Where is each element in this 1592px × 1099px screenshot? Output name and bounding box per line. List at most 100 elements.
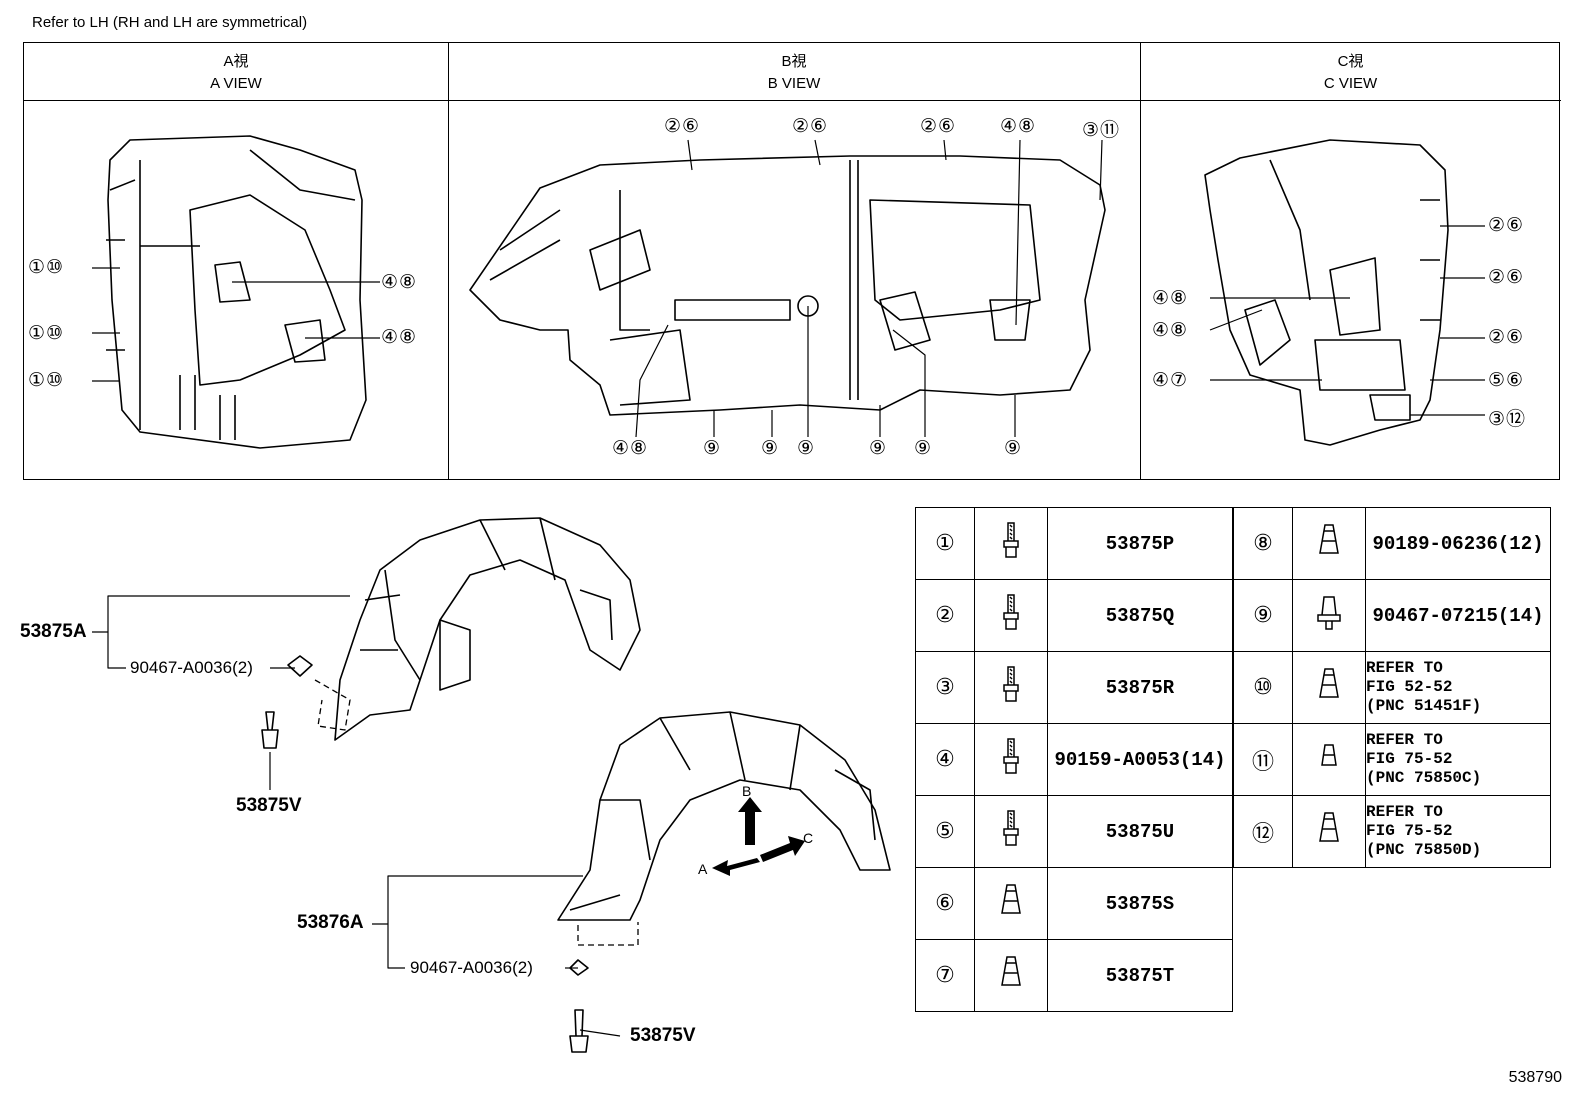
arrow-label-b: B <box>742 783 752 799</box>
clip-icon <box>1292 579 1366 652</box>
a-view-cell: A視 A VIEW <box>24 43 448 479</box>
callout-b-10: ⑨ <box>869 437 888 459</box>
callout-b-11: ⑨ <box>914 437 933 459</box>
label-clip-front: 90467-A0036(2) <box>130 658 253 677</box>
a-view-header: A視 A VIEW <box>24 43 448 101</box>
c-view-cell: C視 C VIEW <box>1140 43 1561 479</box>
part-ref-number: ⑫ <box>1233 795 1293 868</box>
screw-icon <box>974 507 1048 580</box>
fastener-drawings <box>261 655 589 1053</box>
part-number: 53875S <box>1047 867 1233 940</box>
part-ref-number: ② <box>915 579 975 652</box>
callout-b-6: ④⑧ <box>612 437 649 459</box>
part-ref-number: ⑪ <box>1233 723 1293 796</box>
parts-row: ⑥ 53875S <box>915 867 1233 940</box>
bottom-leaders <box>92 595 621 1037</box>
label-screw-front: 53875V <box>236 795 302 816</box>
c-view-liner-drawing <box>1204 139 1449 446</box>
callout-c-3: ②⑥ <box>1488 326 1525 348</box>
b-view-title-en: B VIEW <box>767 75 821 92</box>
b-view-leaders <box>635 139 1103 438</box>
callout-a-1: ①⑩ <box>28 256 65 278</box>
part-number: 53875R <box>1047 651 1233 724</box>
parts-row: ④ 90159-A0053(14) <box>915 723 1233 796</box>
part-number: REFER TO FIG 52-52 (PNC 51451F) <box>1365 651 1551 724</box>
arrow-b <box>738 797 762 845</box>
a-view-title-jp: A視 <box>223 53 249 70</box>
parts-row: ⑫ REFER TO FIG 75-52 (PNC 75850D) <box>1233 795 1551 868</box>
part-number: 90467-07215(14) <box>1365 579 1551 652</box>
b-view-cell: B視 B VIEW <box>448 43 1140 479</box>
parts-row: ⑧ 90189-06236(12) <box>1233 507 1551 580</box>
callout-c-8: ③⑫ <box>1488 408 1527 430</box>
a-view-leaders <box>92 267 380 382</box>
parts-row: ① 53875P <box>915 507 1233 580</box>
part-ref-number: ① <box>915 507 975 580</box>
parts-row: ③ 53875R <box>915 651 1233 724</box>
screw-icon <box>974 579 1048 652</box>
part-ref-number: ④ <box>915 723 975 796</box>
nut-icon <box>974 867 1048 940</box>
c-view-leaders <box>1209 225 1485 416</box>
callout-b-12: ⑨ <box>1004 437 1023 459</box>
callout-a-5: ④⑧ <box>381 326 418 348</box>
a-view-title-en: A VIEW <box>210 75 262 92</box>
callout-a-2: ①⑩ <box>28 322 65 344</box>
part-ref-number: ⑦ <box>915 939 975 1012</box>
nut-icon <box>1292 507 1366 580</box>
nut-icon <box>1292 795 1366 868</box>
nut-icon <box>974 939 1048 1012</box>
callout-b-5: ③⑪ <box>1082 119 1121 141</box>
direction-arrows <box>712 797 805 876</box>
part-ref-number: ③ <box>915 651 975 724</box>
part-number: 53875P <box>1047 507 1233 580</box>
label-screw-rear: 53875V <box>630 1025 696 1046</box>
part-number: 90189-06236(12) <box>1365 507 1551 580</box>
part-number: REFER TO FIG 75-52 (PNC 75850D) <box>1365 795 1551 868</box>
b-view-liner-drawing <box>469 155 1106 416</box>
nut-icon <box>1292 651 1366 724</box>
callout-b-2: ②⑥ <box>792 115 829 137</box>
callout-b-7: ⑨ <box>703 437 722 459</box>
callout-c-6: ④⑦ <box>1152 369 1189 391</box>
b-view-title-jp: B視 <box>781 53 807 70</box>
callout-c-5: ④⑧ <box>1152 319 1189 341</box>
callout-c-1: ②⑥ <box>1488 214 1525 236</box>
part-ref-number: ⑥ <box>915 867 975 940</box>
dashed-links <box>314 679 639 946</box>
callout-c-4: ④⑧ <box>1152 287 1189 309</box>
part-number: 53875T <box>1047 939 1233 1012</box>
callout-b-3: ②⑥ <box>920 115 957 137</box>
callout-b-1: ②⑥ <box>664 115 701 137</box>
part-ref-number: ⑨ <box>1233 579 1293 652</box>
parts-row: ⑦ 53875T <box>915 939 1233 1012</box>
c-view-title-en: C VIEW <box>1323 75 1378 92</box>
a-view-liner-drawing <box>106 135 367 449</box>
front-liner-drawing <box>334 517 641 741</box>
figure-id: 538790 <box>1508 1069 1562 1086</box>
part-number: 53875U <box>1047 795 1233 868</box>
nut-small-icon <box>1292 723 1366 796</box>
screw-icon <box>974 795 1048 868</box>
part-ref-number: ⑤ <box>915 795 975 868</box>
callout-a-4: ④⑧ <box>381 271 418 293</box>
label-liner-rear: 53876A <box>297 912 364 933</box>
callout-b-4: ④⑧ <box>1000 115 1037 137</box>
arrow-a <box>712 858 760 876</box>
callout-c-7: ⑤⑥ <box>1488 369 1525 391</box>
screw-icon <box>974 723 1048 796</box>
parts-row: ⑨ 90467-07215(14) <box>1233 579 1551 652</box>
part-number: 90159-A0053(14) <box>1047 723 1233 796</box>
part-ref-number: ⑧ <box>1233 507 1293 580</box>
label-liner-front: 53875A <box>20 621 87 642</box>
label-clip-rear: 90467-A0036(2) <box>410 958 533 977</box>
callout-b-8: ⑨ <box>761 437 780 459</box>
arrow-label-c: C <box>803 830 814 846</box>
c-view-header: C視 C VIEW <box>1140 43 1561 101</box>
